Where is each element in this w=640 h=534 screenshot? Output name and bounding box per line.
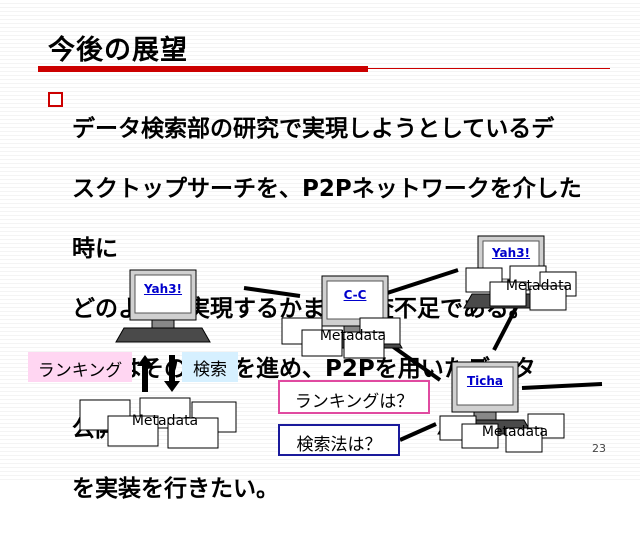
metadata-label: Metadata (505, 278, 573, 294)
computer-label-cc: C-C (343, 288, 367, 302)
metadata-label: Metadata (319, 328, 387, 344)
document-stack-icon (439, 413, 565, 453)
slide-title: 今後の展望 (48, 35, 188, 66)
document-stack-icon (465, 265, 577, 311)
search-method-question-box: 検索法は？ (278, 424, 400, 456)
body-line: データ検索部の研究で実現しようとしているデ (72, 116, 555, 142)
title-underline-rule (368, 68, 610, 69)
search-label: 検索 (182, 352, 238, 382)
square-bullet-icon (48, 92, 63, 107)
network-links (243, 268, 603, 442)
ranking-label: ランキング (28, 352, 132, 382)
computer-label-yah3-right: Yah3! (491, 246, 531, 260)
body-line: 時に (72, 236, 118, 262)
search-arrow-down-icon (164, 355, 180, 392)
title-underline-accent (38, 66, 368, 72)
body-line: スクトップサーチを、P2Pネットワークを介した (72, 176, 582, 202)
computer-label-ticha: Ticha (466, 374, 504, 388)
metadata-label: Metadata (131, 413, 199, 429)
ranking-arrow-up-icon (137, 355, 153, 392)
computer-icon (115, 269, 211, 343)
document-stack-icon (281, 317, 401, 359)
metadata-label: Metadata (481, 424, 549, 440)
document-stack-icon (79, 397, 237, 449)
page-number: 23 (592, 442, 606, 455)
ranking-question-box: ランキングは？ (278, 380, 430, 414)
p2p-network-diagram (79, 235, 603, 453)
computer-label-yah3-left: Yah3! (143, 282, 183, 296)
